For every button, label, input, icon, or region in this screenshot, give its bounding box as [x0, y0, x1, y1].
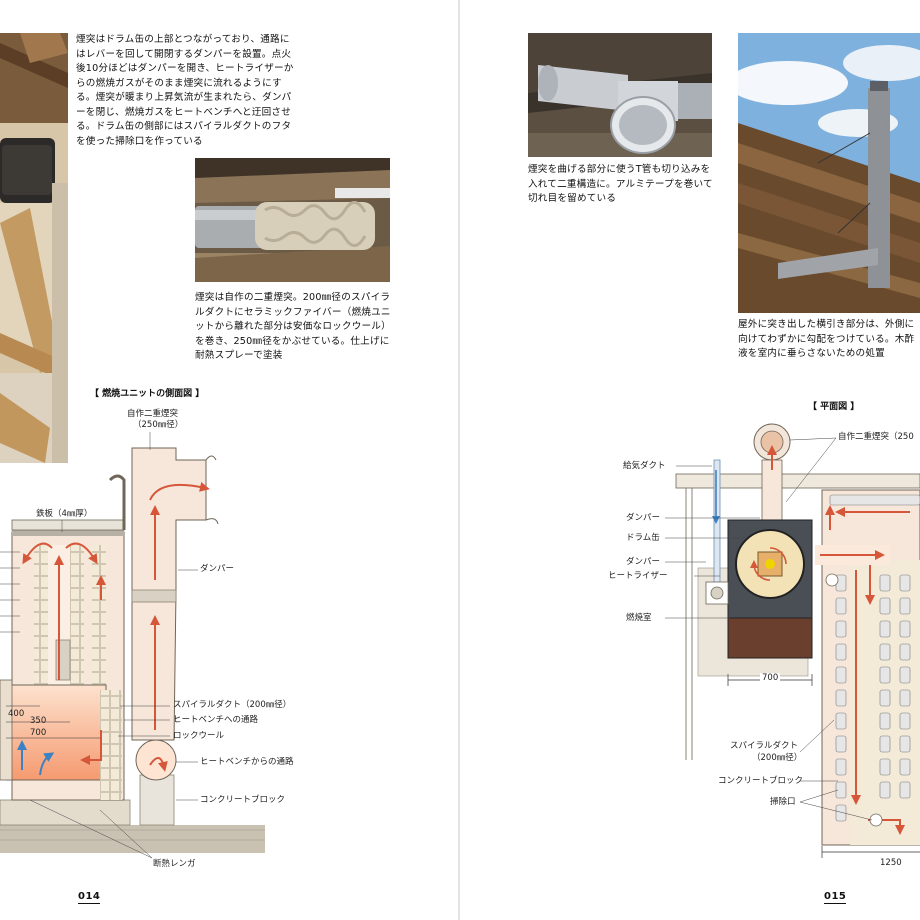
- label-spiral-duct: スパイラルダクト（200㎜径）: [173, 700, 292, 710]
- side-view-diagram: [0, 432, 265, 859]
- label-plan-dim-1250: 1250: [880, 858, 902, 868]
- label-steel-plate: 鉄板（4㎜厚）: [36, 509, 93, 519]
- photo-drum-interior: [0, 33, 68, 463]
- photo-double-chimney: [195, 158, 390, 282]
- right-caption-1: 煙突を曲げる部分に使うT管も切り込みを入れて二重構造に。アルミテープを巻いて切れ…: [528, 164, 713, 204]
- label-plan-chimney: 自作二重煙突（250: [838, 432, 914, 442]
- label-concrete-block: コンクリートブロック: [200, 795, 286, 805]
- page-gutter: [458, 0, 460, 920]
- label-plan-damper-1: ダンパー: [626, 513, 661, 523]
- label-dim-350: 350: [30, 716, 47, 726]
- left-caption-1: 煙突はドラム缶の上部とつながっており、通路にはレバーを回して開閉するダンパーを設…: [76, 34, 294, 147]
- label-plan-drum: ドラム缶: [626, 533, 660, 543]
- photo-outdoor-chimney: [738, 33, 920, 313]
- right-caption-2: 屋外に突き出した横引き部分は、外側に向けてわずかに勾配をつけている。木酢液を室内…: [738, 319, 915, 359]
- label-plan-concrete-block: コンクリートブロック: [718, 776, 804, 786]
- label-to-bench: ヒートベンチへの通路: [173, 715, 259, 725]
- left-diagram-title: 【 燃焼ユニットの側面図 】: [90, 389, 205, 399]
- label-plan-heat-riser: ヒートライザー: [608, 571, 668, 581]
- label-chimney-size: （250㎜径）: [133, 420, 184, 430]
- page-number-right: 015: [824, 891, 847, 904]
- label-dim-700: 700: [30, 728, 47, 738]
- photo-t-pipe: [528, 33, 712, 157]
- label-insulating-brick: 断熱レンガ: [153, 859, 196, 869]
- label-plan-dim-700: 700: [760, 673, 781, 684]
- label-damper: ダンパー: [200, 564, 235, 574]
- left-caption-2: 煙突は自作の二重煙突。200㎜径のスパイラルダクトにセラミックファイバー（燃焼ユ…: [195, 292, 391, 361]
- label-plan-cleanout: 掃除口: [770, 797, 796, 807]
- label-plan-damper-2: ダンパー: [626, 557, 661, 567]
- label-rockwool: ロックウール: [173, 731, 225, 741]
- label-plan-spiral-duct: スパイラルダクト: [730, 741, 799, 751]
- page-number-left: 014: [78, 891, 101, 904]
- label-chimney: 自作二重煙突: [127, 409, 179, 419]
- label-plan-spiral-duct-size: （200㎜径）: [752, 753, 803, 763]
- label-intake-duct: 給気ダクト: [623, 461, 666, 471]
- label-dim-400: 400: [8, 709, 25, 719]
- label-from-bench: ヒートベンチからの通路: [200, 757, 294, 767]
- right-diagram-title: 【 平面図 】: [808, 402, 860, 412]
- label-plan-combustion: 燃焼室: [626, 613, 652, 623]
